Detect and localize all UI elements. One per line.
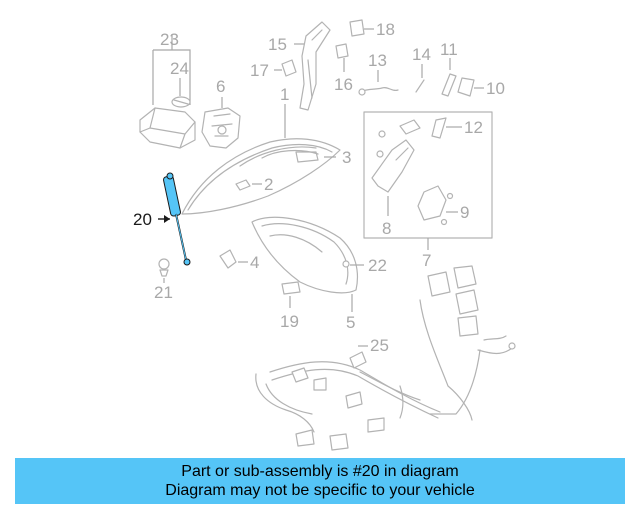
- callout-25: 25: [370, 336, 389, 355]
- callout-20: 20: [133, 210, 152, 229]
- part-13-rod: [358, 70, 399, 96]
- part-7-lock-assembly-box: [363, 111, 493, 250]
- callout-6: 6: [216, 77, 225, 96]
- part-25-wiring-harness: [255, 265, 516, 451]
- callout-9: 9: [460, 203, 469, 222]
- callout-labels: 1 2 3 4 5 6 7 8 9 10 11 12 13 14 15 16 1…: [133, 20, 505, 355]
- part-16-18-clips: [335, 19, 374, 72]
- callout-22: 22: [368, 256, 387, 275]
- part-10-11-14-clips: [415, 58, 484, 97]
- callout-7: 7: [422, 251, 431, 270]
- callout-23: 23: [160, 30, 179, 49]
- callout-19: 19: [280, 312, 299, 331]
- callout-12: 12: [464, 118, 483, 137]
- callout-21: 21: [154, 283, 173, 302]
- info-line-1: Part or sub-assembly is #20 in diagram: [181, 463, 459, 480]
- callout-2: 2: [264, 175, 273, 194]
- part-2-clip: [235, 179, 262, 191]
- parts-diagram: 1 2 3 4 5 6 7 8 9 10 11 12 13 14 15 16 1…: [133, 19, 516, 451]
- part-4-bracket: [219, 249, 248, 269]
- callout-10: 10: [486, 79, 505, 98]
- callout-15: 15: [268, 35, 287, 54]
- callout-24: 24: [170, 59, 189, 78]
- part-1-3-hood-panel: [181, 104, 341, 215]
- callout-4: 4: [250, 253, 259, 272]
- callout-18: 18: [376, 20, 395, 39]
- callout-3: 3: [342, 148, 351, 167]
- part-20-gas-strut: [158, 172, 191, 266]
- part-6-latch: [201, 97, 241, 149]
- callout-14: 14: [412, 45, 431, 64]
- part-23-24-lock: [139, 34, 196, 149]
- callout-8: 8: [382, 219, 391, 238]
- callout-17: 17: [250, 61, 269, 80]
- info-line-2: Diagram may not be specific to your vehi…: [165, 482, 475, 499]
- part-19-clip: [281, 281, 301, 308]
- part-15-hinge: [274, 21, 331, 111]
- callout-1: 1: [280, 85, 289, 104]
- part-5-hood-liner: [251, 216, 364, 312]
- part-21-ball-stud: [158, 258, 170, 283]
- callout-13: 13: [368, 51, 387, 70]
- callout-5: 5: [346, 313, 355, 332]
- callout-11: 11: [440, 40, 458, 59]
- info-banner: Part or sub-assembly is #20 in diagram D…: [15, 458, 625, 504]
- callout-16: 16: [334, 75, 353, 94]
